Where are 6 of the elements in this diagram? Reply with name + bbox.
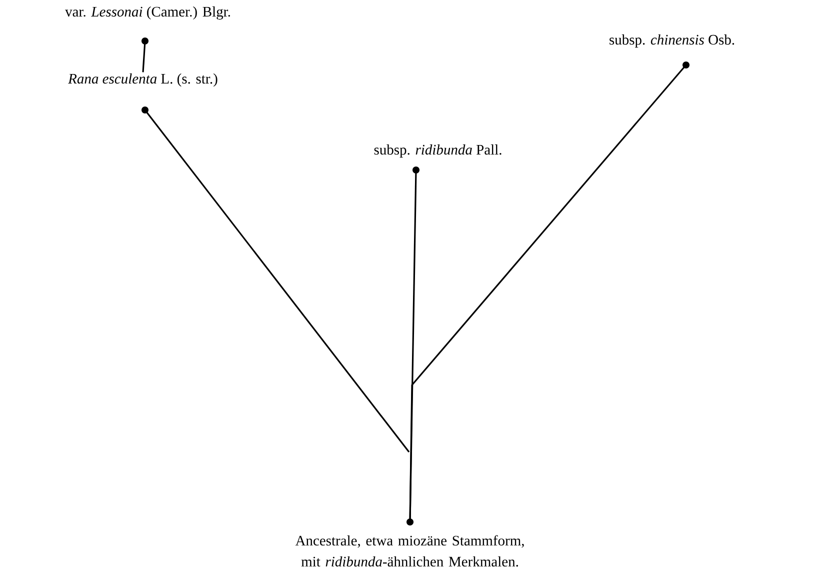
taxon-label: Rana esculenta L. (s. str.) (68, 73, 218, 87)
taxon-label: subsp. ridibunda Pall. (374, 144, 502, 158)
taxon-label: Ancestrale, etwa miozäne Stammform, mit ridibunda-ähnlichen Merkmalen. (295, 535, 524, 567)
taxon-label: subsp. chinensis Osb. (610, 34, 734, 48)
taxon-label: var. Lessonai (Camer.) Blgr. (65, 6, 230, 20)
branch-line (144, 110, 410, 452)
